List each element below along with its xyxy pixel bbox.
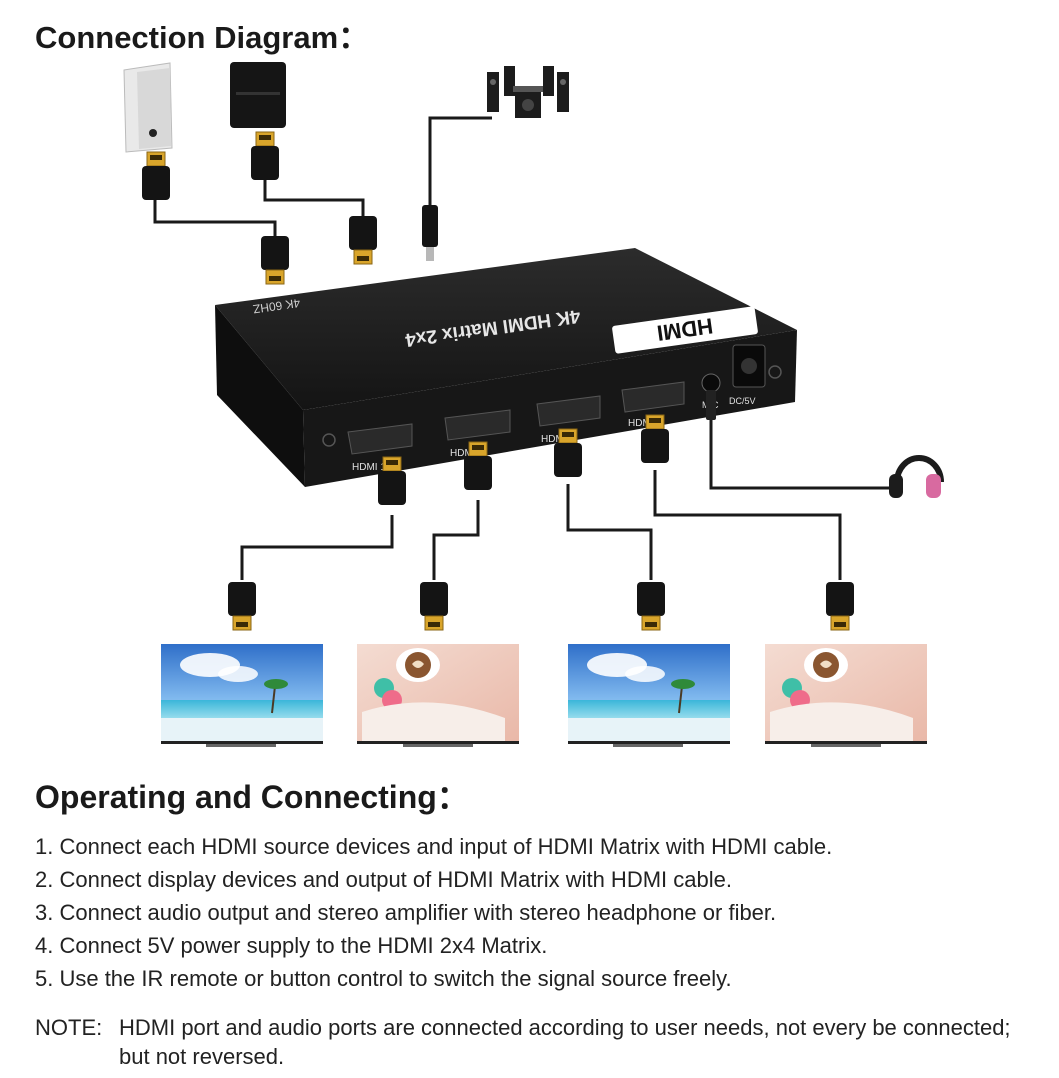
hdmi-plug-display-4 bbox=[825, 581, 855, 631]
speaker-system bbox=[487, 66, 569, 118]
device-spec-label: 4K 60HZ bbox=[252, 296, 301, 316]
hdmi-port-4: HDMI 4 bbox=[621, 381, 685, 429]
note-label: NOTE: bbox=[35, 1015, 103, 1040]
display-1 bbox=[161, 644, 323, 747]
hdmi-port-2: HDMI 2 bbox=[444, 409, 511, 459]
connection-diagram: HDMI 4K HDMI Matrix 2x4 4K 60HZ HDMI 1 H… bbox=[123, 62, 944, 747]
hdmi-plug-display-3 bbox=[636, 581, 666, 631]
audio-plug bbox=[706, 390, 716, 420]
hdmi-plug-source-2 bbox=[250, 131, 280, 181]
list-item: 5. Use the IR remote or button control t… bbox=[35, 966, 732, 991]
hdmi-plug-source-1 bbox=[141, 151, 171, 201]
operating-connecting-title: Operating and Connecting： bbox=[35, 779, 469, 815]
hdmi-port-1: HDMI 1 bbox=[347, 423, 413, 473]
list-item: 2. Connect display devices and output of… bbox=[35, 867, 732, 892]
display-4 bbox=[765, 644, 927, 747]
hdmi-plug-display-1 bbox=[227, 581, 257, 631]
svg-text:HDMI 3: HDMI 3 bbox=[541, 434, 575, 445]
dc-power-port: DC/5V bbox=[729, 344, 766, 406]
list-item: 3. Connect audio output and stereo ampli… bbox=[35, 900, 777, 925]
list-item: 4. Connect 5V power supply to the HDMI 2… bbox=[35, 933, 548, 958]
source-device-2 bbox=[230, 62, 286, 128]
svg-text:HDMI 2: HDMI 2 bbox=[450, 448, 484, 459]
display-3 bbox=[568, 644, 730, 747]
note-text: HDMI port and audio ports are connected … bbox=[119, 1015, 1011, 1069]
hdmi-plug-input-2 bbox=[348, 215, 378, 265]
headphones bbox=[889, 455, 944, 498]
hdmi-port-3: HDMI 3 bbox=[536, 395, 601, 445]
source-device-1 bbox=[123, 62, 173, 153]
output-cables bbox=[240, 392, 900, 580]
hdmi-plug-display-2 bbox=[419, 581, 449, 631]
note-block: NOTE: HDMI port and audio ports are conn… bbox=[35, 1013, 1035, 1071]
svg-text:HDMI 1: HDMI 1 bbox=[352, 462, 386, 473]
operating-steps-list: 1. Connect each HDMI source devices and … bbox=[35, 830, 832, 995]
input-cables bbox=[153, 116, 492, 250]
optical-plug bbox=[422, 205, 438, 261]
list-item: 1. Connect each HDMI source devices and … bbox=[35, 834, 833, 859]
svg-text:HDMI 4: HDMI 4 bbox=[628, 418, 662, 429]
svg-text:DC/5V: DC/5V bbox=[729, 396, 756, 406]
hdmi-plug-input-1 bbox=[260, 235, 290, 285]
display-2 bbox=[357, 644, 519, 747]
hdmi-matrix-device: HDMI 4K HDMI Matrix 2x4 4K 60HZ HDMI 1 H… bbox=[215, 248, 797, 487]
connection-diagram-title: Connection Diagram： bbox=[35, 20, 370, 55]
